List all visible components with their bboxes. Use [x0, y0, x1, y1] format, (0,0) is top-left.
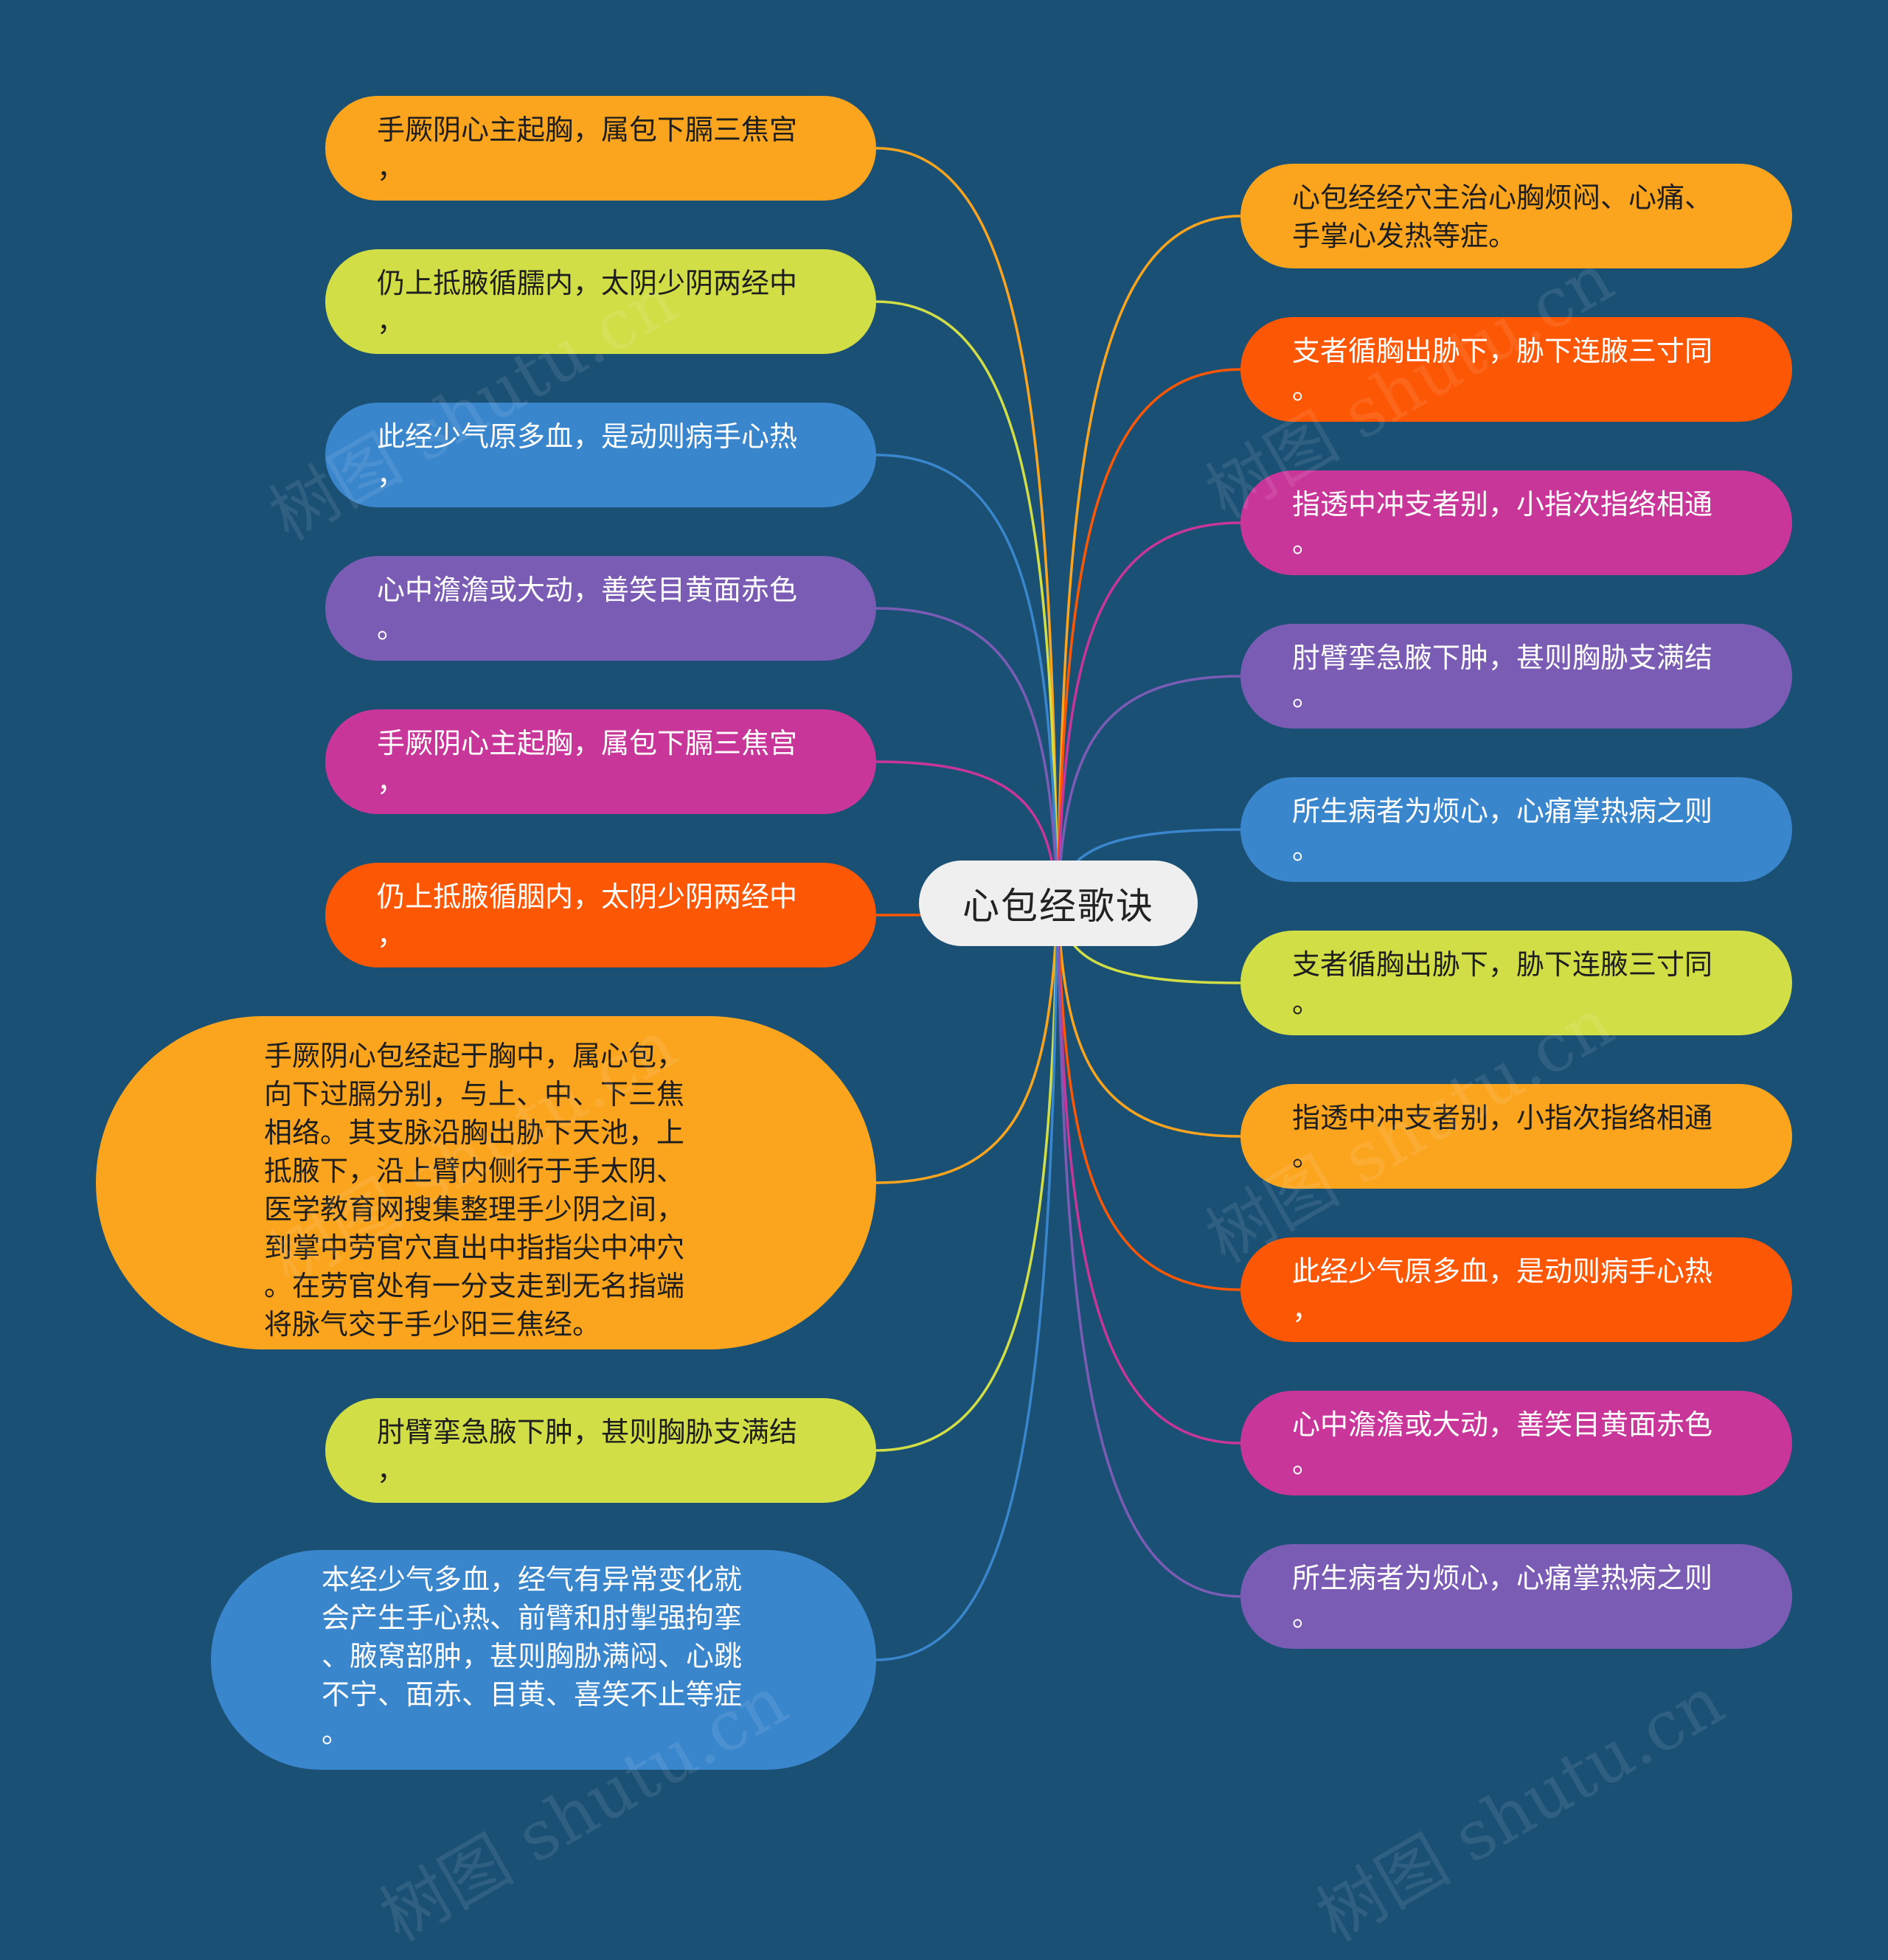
- right-connector-1: [1056, 215, 1241, 904]
- left-connector-4: [875, 607, 1059, 904]
- left-connector-7: [875, 903, 1059, 1184]
- right-node-1[interactable]: 心包经经穴主治心胸烦闷、心痛、 手掌心发热等症。: [1240, 164, 1792, 268]
- right-connector-10: [1056, 903, 1241, 1598]
- left-connector-2: [875, 300, 1059, 904]
- right-connector-8: [1056, 903, 1241, 1291]
- right-node-3[interactable]: 指透中冲支者别，小指次指络相通 。: [1240, 470, 1792, 575]
- left-node-8[interactable]: 肘臂挛急腋下肿，甚则胸胁支满结 ，: [325, 1398, 876, 1503]
- left-node-3[interactable]: 此经少气原多血，是动则病手心热 ，: [325, 403, 876, 507]
- right-connector-9: [1056, 903, 1241, 1445]
- left-node-1[interactable]: 手厥阴心主起胸，属包下膈三焦宫 ，: [325, 96, 876, 201]
- right-node-9[interactable]: 心中澹澹或大动，善笑目黄面赤色 。: [1240, 1391, 1792, 1495]
- left-node-7[interactable]: 手厥阴心包经起于胸中，属心包， 向下过膈分别，与上、中、下三焦 相络。其支脉沿胸…: [96, 1016, 876, 1349]
- left-node-6[interactable]: 仍上抵腋循胭内，太阴少阴两经中 ，: [325, 863, 876, 967]
- right-node-8[interactable]: 此经少气原多血，是动则病手心热 ，: [1240, 1237, 1792, 1342]
- left-connector-9: [875, 903, 1059, 1661]
- left-connector-8: [875, 903, 1059, 1452]
- right-connector-4: [1056, 675, 1241, 904]
- right-connector-2: [1056, 368, 1241, 904]
- right-node-5[interactable]: 所生病者为烦心，心痛掌热病之则 。: [1240, 777, 1792, 882]
- left-node-5[interactable]: 手厥阴心主起胸，属包下膈三焦宫 ，: [325, 709, 876, 814]
- left-node-2[interactable]: 仍上抵腋循臑内，太阴少阴两经中 ，: [325, 249, 876, 354]
- right-node-6[interactable]: 支者循胸出胁下，胁下连腋三寸同 。: [1240, 931, 1792, 1035]
- right-node-2[interactable]: 支者循胸出胁下，胁下连腋三寸同 。: [1240, 317, 1792, 422]
- left-connector-3: [875, 453, 1059, 904]
- right-node-7[interactable]: 指透中冲支者别，小指次指络相通 。: [1240, 1084, 1792, 1189]
- left-connector-1: [875, 147, 1059, 904]
- mind-map-canvas: 心包经歌诀 手厥阴心主起胸，属包下膈三焦宫 ， 仍上抵腋循臑内，太阴少阴两经中 ，…: [96, 96, 1792, 1957]
- left-node-9[interactable]: 本经少气多血，经气有异常变化就 会产生手心热、前臂和肘掣强拘挛 、腋窝部肿，甚则…: [211, 1550, 876, 1770]
- root-node[interactable]: 心包经歌诀: [919, 861, 1198, 946]
- right-connector-7: [1056, 903, 1241, 1138]
- right-node-4[interactable]: 肘臂挛急腋下肿，甚则胸胁支满结 。: [1240, 624, 1792, 729]
- right-connector-3: [1056, 521, 1241, 904]
- right-node-10[interactable]: 所生病者为烦心，心痛掌热病之则 。: [1240, 1544, 1792, 1649]
- left-node-4[interactable]: 心中澹澹或大动，善笑目黄面赤色 。: [325, 556, 876, 661]
